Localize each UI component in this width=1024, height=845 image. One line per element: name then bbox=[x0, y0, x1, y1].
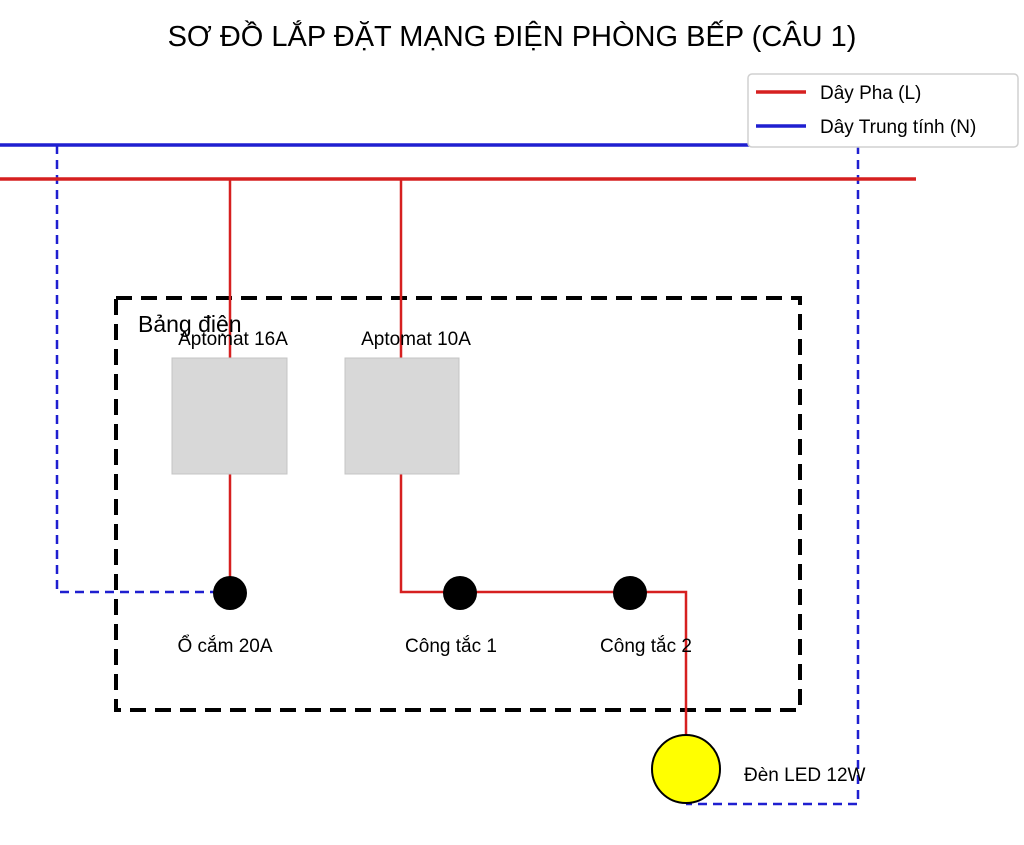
led-lamp bbox=[651, 734, 721, 804]
panel-label: Bảng điện bbox=[138, 311, 242, 337]
switch-1-label: Công tắc 1 bbox=[405, 635, 497, 657]
legend-box bbox=[747, 73, 1019, 148]
neutral-socket-wire bbox=[55, 145, 230, 594]
legend-phase-label: Dây Pha (L) bbox=[820, 83, 921, 104]
legend: Dây Pha (L) Dây Trung tính (N) bbox=[747, 73, 1019, 148]
socket-label: Ổ cắm 20A bbox=[177, 635, 272, 657]
breaker-16a-label: Aptomat 16A bbox=[178, 329, 288, 350]
breaker-16a bbox=[171, 357, 288, 475]
neutral-lamp-wire bbox=[686, 145, 860, 806]
lamp-label: Đèn LED 12W bbox=[744, 765, 866, 786]
breaker-10a bbox=[344, 357, 460, 475]
switch-2 bbox=[613, 576, 647, 610]
legend-neutral-label: Dây Trung tính (N) bbox=[820, 117, 976, 138]
breaker-10a-label: Aptomat 10A bbox=[361, 329, 471, 350]
switch-2-label: Công tắc 2 bbox=[600, 635, 692, 657]
socket-20a bbox=[213, 576, 247, 610]
diagram-title: SƠ ĐỒ LẮP ĐẶT MẠNG ĐIỆN PHÒNG BẾP (CÂU 1… bbox=[168, 19, 857, 53]
switch-1 bbox=[443, 576, 477, 610]
electrical-panel bbox=[114, 296, 802, 712]
